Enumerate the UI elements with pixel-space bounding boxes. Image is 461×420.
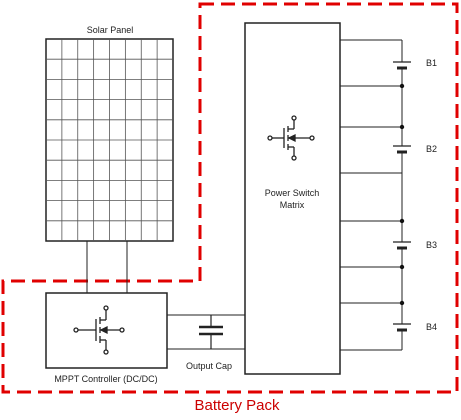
battery-pack-label: Battery Pack bbox=[194, 397, 280, 414]
battery-cell-b1: B1 bbox=[393, 55, 437, 76]
battery-wiring bbox=[340, 39, 403, 351]
solar-panel-label: Solar Panel bbox=[87, 25, 134, 35]
battery-cell-icon bbox=[393, 55, 411, 76]
power-switch-label-line2: Matrix bbox=[280, 200, 305, 210]
output-cap-label: Output Cap bbox=[186, 361, 232, 371]
junction-dots bbox=[399, 83, 405, 306]
battery-cell-icon bbox=[393, 317, 411, 338]
solar-panel bbox=[45, 38, 174, 242]
battery-label-b2: B2 bbox=[426, 144, 437, 154]
mppt-controller-label: MPPT Controller (DC/DC) bbox=[54, 374, 157, 384]
battery-label-b3: B3 bbox=[426, 240, 437, 250]
power-switch-matrix-box bbox=[244, 22, 341, 375]
battery-cell-b4: B4 bbox=[393, 317, 437, 338]
battery-label-b1: B1 bbox=[426, 58, 437, 68]
battery-cell-icon bbox=[393, 139, 411, 160]
mosfet-transistor-icon bbox=[267, 115, 315, 161]
battery-cell-icon bbox=[393, 235, 411, 256]
battery-pack-boundary bbox=[1, 2, 459, 394]
mosfet-transistor-icon bbox=[73, 305, 125, 355]
capacitor-icon bbox=[199, 315, 223, 349]
power-switch-label-line1: Power Switch bbox=[265, 188, 320, 198]
battery-cell-b2: B2 bbox=[393, 139, 437, 160]
battery-label-b4: B4 bbox=[426, 322, 437, 332]
battery-cell-b3: B3 bbox=[393, 235, 437, 256]
